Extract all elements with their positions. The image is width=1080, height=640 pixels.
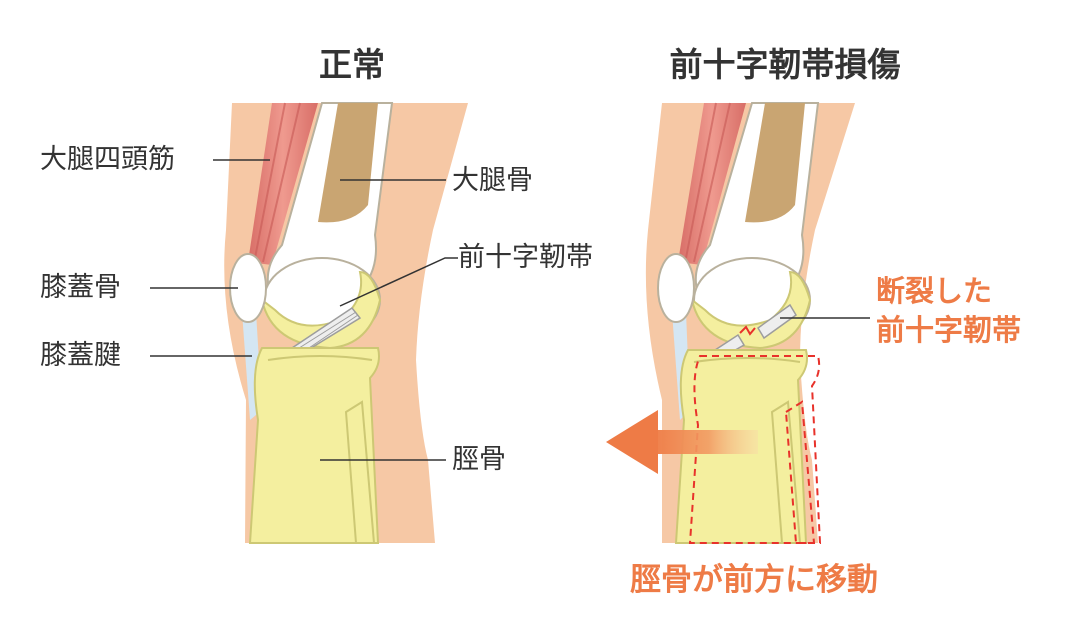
shift-arrow <box>606 410 758 474</box>
normal-quadriceps-muscle <box>248 103 318 265</box>
leader-lines <box>150 159 870 461</box>
original-tibia-outline <box>688 355 822 544</box>
normal-knee <box>224 102 468 544</box>
ruptured-acl-note-line2: 前十字靭帯 <box>876 313 1022 348</box>
injury-title: 前十字靭帯損傷 <box>669 45 901 84</box>
injured-marrow <box>745 103 805 223</box>
normal-fibula <box>344 400 376 544</box>
label-femur: 大腿骨 <box>452 165 533 196</box>
tibia-shift-note: 脛骨が前方に移動 <box>630 562 878 598</box>
normal-marrow <box>318 103 378 223</box>
normal-tibia <box>248 347 380 544</box>
label-tibia: 脛骨 <box>452 444 506 475</box>
injured-patella <box>657 253 695 323</box>
label-quadriceps: 大腿四頭筋 <box>40 144 175 175</box>
label-patellar-tendon: 膝蓋腱 <box>40 340 121 371</box>
normal-title: 正常 <box>319 45 385 84</box>
label-patella: 膝蓋骨 <box>40 272 121 303</box>
injured-knee <box>606 102 855 544</box>
ruptured-acl-note: 断裂した 前十字靭帯 <box>876 272 1021 350</box>
ruptured-acl-note-line1: 断裂した <box>876 274 993 308</box>
label-acl: 前十字靭帯 <box>458 242 593 273</box>
